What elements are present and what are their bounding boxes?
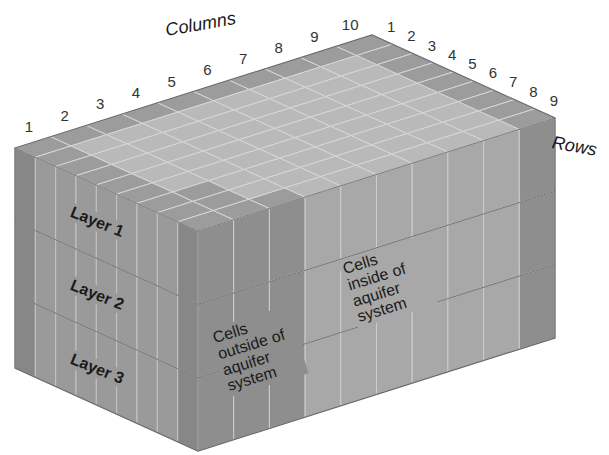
block-edge xyxy=(198,231,199,451)
front-cell xyxy=(305,259,341,344)
front-cell xyxy=(448,214,484,299)
side-cell xyxy=(178,222,198,304)
front-cell xyxy=(484,129,520,214)
column-number: 2 xyxy=(60,108,68,123)
row-number: 6 xyxy=(489,65,497,80)
side-cell xyxy=(35,304,55,387)
front-cell xyxy=(519,265,555,350)
row-number: 8 xyxy=(529,84,537,99)
row-number: 4 xyxy=(448,47,456,62)
side-cell xyxy=(35,231,55,314)
column-number: 6 xyxy=(203,62,211,77)
row-number: 2 xyxy=(407,28,415,43)
side-cell xyxy=(35,157,55,240)
side-cell xyxy=(137,203,157,286)
front-cell xyxy=(484,203,520,288)
column-number: 9 xyxy=(310,29,318,44)
row-number: 7 xyxy=(509,74,517,89)
column-number: 1 xyxy=(25,119,33,134)
row-number: 1 xyxy=(387,19,395,34)
front-cell xyxy=(484,276,520,361)
row-number: 5 xyxy=(468,56,476,71)
side-cell xyxy=(178,295,198,378)
side-cell xyxy=(178,368,198,451)
front-cell xyxy=(448,141,484,226)
column-number: 3 xyxy=(96,96,104,111)
front-cell xyxy=(377,163,413,248)
side-cell xyxy=(157,359,177,442)
column-number: 5 xyxy=(168,74,176,89)
block-outline xyxy=(15,35,555,451)
side-cell xyxy=(157,286,177,369)
front-cell xyxy=(234,208,270,293)
front-cell xyxy=(341,175,377,260)
row-number: 3 xyxy=(428,38,436,53)
column-number: 10 xyxy=(342,17,359,32)
front-cell xyxy=(377,310,413,395)
side-cell xyxy=(157,213,177,296)
front-cell xyxy=(412,299,448,384)
front-cell xyxy=(341,321,377,406)
row-number: 9 xyxy=(550,93,558,108)
front-cell xyxy=(198,220,234,305)
side-cell xyxy=(137,350,157,433)
front-cell xyxy=(305,186,341,271)
axis-title: Rows xyxy=(550,133,597,159)
front-cell xyxy=(412,152,448,237)
axis-title: Columns xyxy=(163,9,236,39)
front-cell xyxy=(269,197,305,282)
column-number: 4 xyxy=(132,85,140,100)
front-cell xyxy=(519,191,555,276)
front-cell xyxy=(519,118,555,203)
front-cell xyxy=(448,287,484,372)
side-cell xyxy=(15,295,35,378)
side-cell xyxy=(15,148,35,231)
front-cell xyxy=(305,333,341,418)
column-number: 7 xyxy=(239,51,247,66)
column-number: 8 xyxy=(275,40,283,55)
side-cell xyxy=(137,277,157,360)
side-cell xyxy=(15,221,35,304)
